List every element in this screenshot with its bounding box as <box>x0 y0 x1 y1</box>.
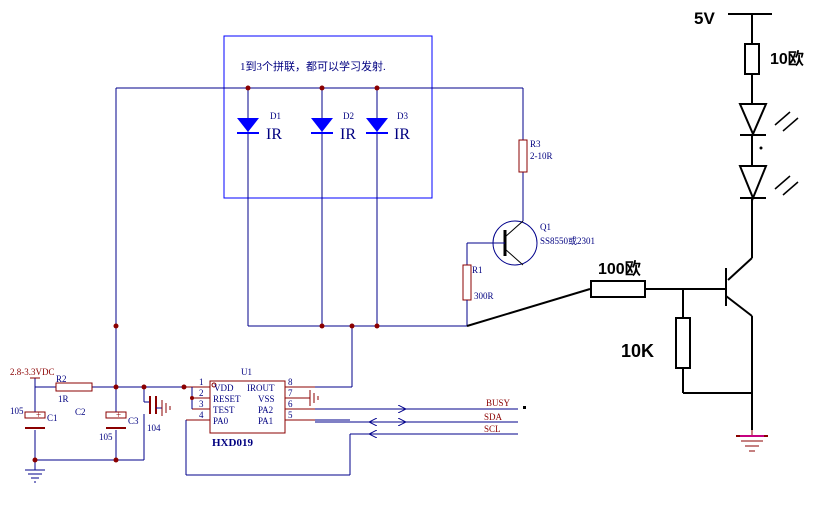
vcc-label: 5V <box>694 9 715 28</box>
capacitor-c3: + <box>105 410 127 429</box>
ground-right <box>736 430 768 452</box>
r1-value: 300R <box>474 291 494 301</box>
u1-pin2-name: RESET <box>213 394 241 404</box>
svg-text:+: + <box>116 410 121 420</box>
junction <box>113 384 119 390</box>
c3-value: 105 <box>99 432 113 442</box>
u1-pin1-name: VDD <box>214 383 234 393</box>
c4-value: 104 <box>147 423 161 433</box>
power-wires <box>34 378 184 470</box>
capacitor-104 <box>144 396 162 414</box>
c3-ref: C3 <box>128 416 139 426</box>
junction <box>374 323 380 329</box>
junction <box>113 323 119 329</box>
u1-pins <box>184 386 315 421</box>
q1-ref: Q1 <box>540 222 551 232</box>
bottom-rail <box>248 325 467 388</box>
u1-pin2-num: 2 <box>199 388 204 398</box>
d3-ref: D3 <box>397 111 408 121</box>
right-circuit <box>590 13 772 430</box>
c1-value: 105 <box>10 406 24 416</box>
junction <box>32 457 38 463</box>
u1-pin-labels: 1 2 3 4 VDD RESET TEST PA0 8 7 6 5 IROUT… <box>199 377 293 426</box>
ir-group-note: 1到3个拼联，都可以学习发射. <box>240 59 386 73</box>
u1-pin4-num: 4 <box>199 410 204 420</box>
u1-pin5-name: PA1 <box>258 416 273 426</box>
u1-pin3-num: 3 <box>199 399 204 409</box>
r1-ref: R1 <box>472 265 483 275</box>
ground-symbol <box>161 400 171 416</box>
u1-pin8-num: 8 <box>288 377 293 387</box>
u1-pin1-num: 1 <box>199 377 204 387</box>
signal-sda: SDA <box>484 412 503 422</box>
ir-group-box <box>223 35 433 199</box>
u1-pin6-num: 6 <box>288 399 293 409</box>
u1-ref: U1 <box>241 367 252 377</box>
q1-part: SS8550或2301 <box>540 235 595 246</box>
resistor-r1 <box>462 264 472 301</box>
r-base-label: 100欧 <box>598 259 641 278</box>
c2-ref: C2 <box>75 407 86 417</box>
link-wire <box>466 288 591 327</box>
ir-diode-d2: D2 IR <box>311 85 356 326</box>
d3-mark: IR <box>394 126 410 143</box>
u1-part: HXD019 <box>212 437 253 449</box>
u1-pin7-num: 7 <box>288 388 293 398</box>
ir-diode-d3: D3 IR <box>366 85 410 326</box>
signal-busy: BUSY <box>486 398 511 408</box>
r2-ref: R2 <box>56 374 67 384</box>
d2-ref: D2 <box>343 111 354 121</box>
junction <box>319 323 325 329</box>
r3-ref: R3 <box>530 139 541 149</box>
junction <box>113 457 119 463</box>
vss-ground <box>309 390 319 406</box>
resistor-r3 <box>518 139 528 173</box>
resistor-r2 <box>55 382 93 392</box>
u1-pin4-name: PA0 <box>213 416 229 426</box>
r3-value: 2-10R <box>530 151 553 161</box>
c1-ref: C1 <box>47 413 58 423</box>
junction <box>349 323 355 329</box>
u1-pin6-name: PA2 <box>258 405 273 415</box>
r2-value: 1R <box>58 394 69 404</box>
d2-mark: IR <box>340 126 356 143</box>
capacitor-c1: + <box>24 410 46 429</box>
ground-left <box>25 469 45 483</box>
junction <box>141 384 147 390</box>
led-emission-arrows <box>774 111 799 196</box>
signal-buses <box>315 409 518 434</box>
d1-ref: D1 <box>270 111 281 121</box>
transistor-q1 <box>466 220 538 266</box>
signal-scl: SCL <box>484 424 501 434</box>
r-top-label: 10欧 <box>770 49 804 68</box>
u1-pin7-name: VSS <box>258 394 275 404</box>
d1-mark: IR <box>266 126 282 143</box>
r-pulldown-label: 10K <box>621 341 654 361</box>
ir-diode-d1: D1 IR <box>237 85 282 326</box>
supply-label: 2.8-3.3VDC <box>10 367 55 377</box>
u1-pin8-name: IROUT <box>247 383 275 393</box>
u1-pin3-name: TEST <box>213 405 235 415</box>
ic-u1-body <box>209 380 286 434</box>
u1-pin5-num: 5 <box>288 410 293 420</box>
svg-text:+: + <box>36 410 41 420</box>
